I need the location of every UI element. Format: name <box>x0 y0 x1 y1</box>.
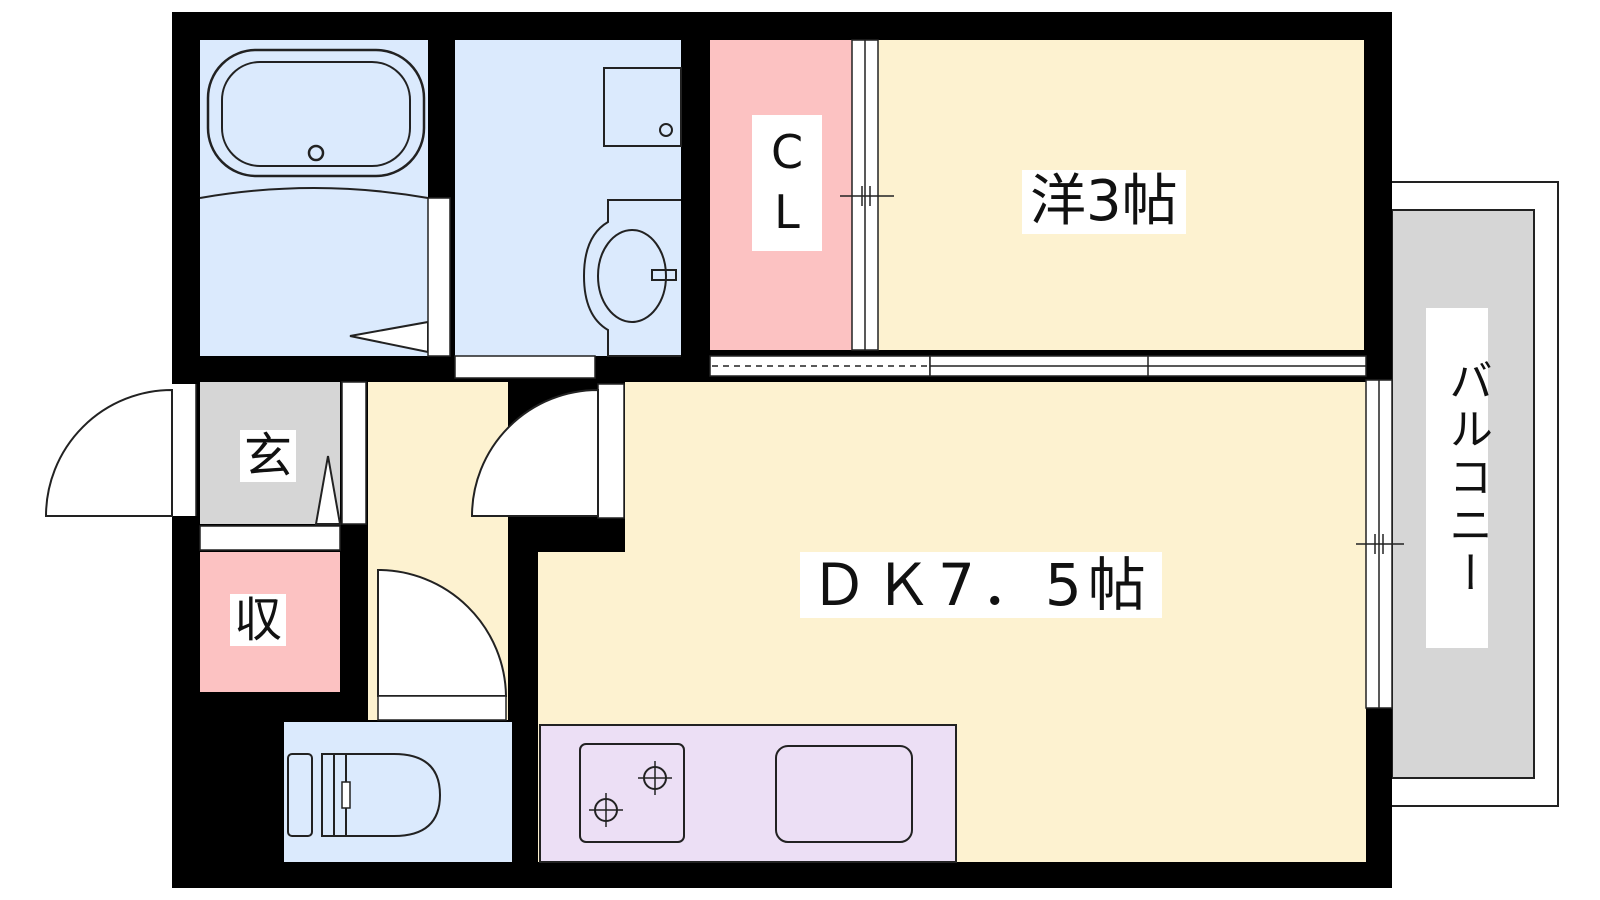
closet-label: C L <box>752 115 822 251</box>
toilet-bowl-icon <box>321 753 442 837</box>
bathtub-icon <box>206 48 426 178</box>
western-room-label: 洋3帖 <box>1022 170 1186 234</box>
dk-door-swing <box>470 388 599 517</box>
kitchen-counter <box>539 724 957 863</box>
dk-room-label: ＤＫ7．5帖 <box>800 552 1162 618</box>
toilet-tank-icon <box>287 753 313 837</box>
toilet-room <box>284 722 512 862</box>
washroom <box>455 40 681 356</box>
entrance-label: 玄 <box>240 430 297 482</box>
storage-label: 収 <box>230 594 287 646</box>
toilet-door-swing <box>377 568 508 697</box>
bath-room <box>200 40 428 356</box>
kitchen-sink-icon <box>775 745 913 843</box>
wash-basin-icon <box>582 199 681 357</box>
entrance-door-swing <box>44 388 173 517</box>
closet-label-line2: L <box>774 184 800 239</box>
stove-icon <box>579 743 685 843</box>
closet-label-line1: C <box>770 125 804 179</box>
balcony-label: バルコニー <box>1426 308 1492 648</box>
washing-machine-icon <box>603 67 682 147</box>
